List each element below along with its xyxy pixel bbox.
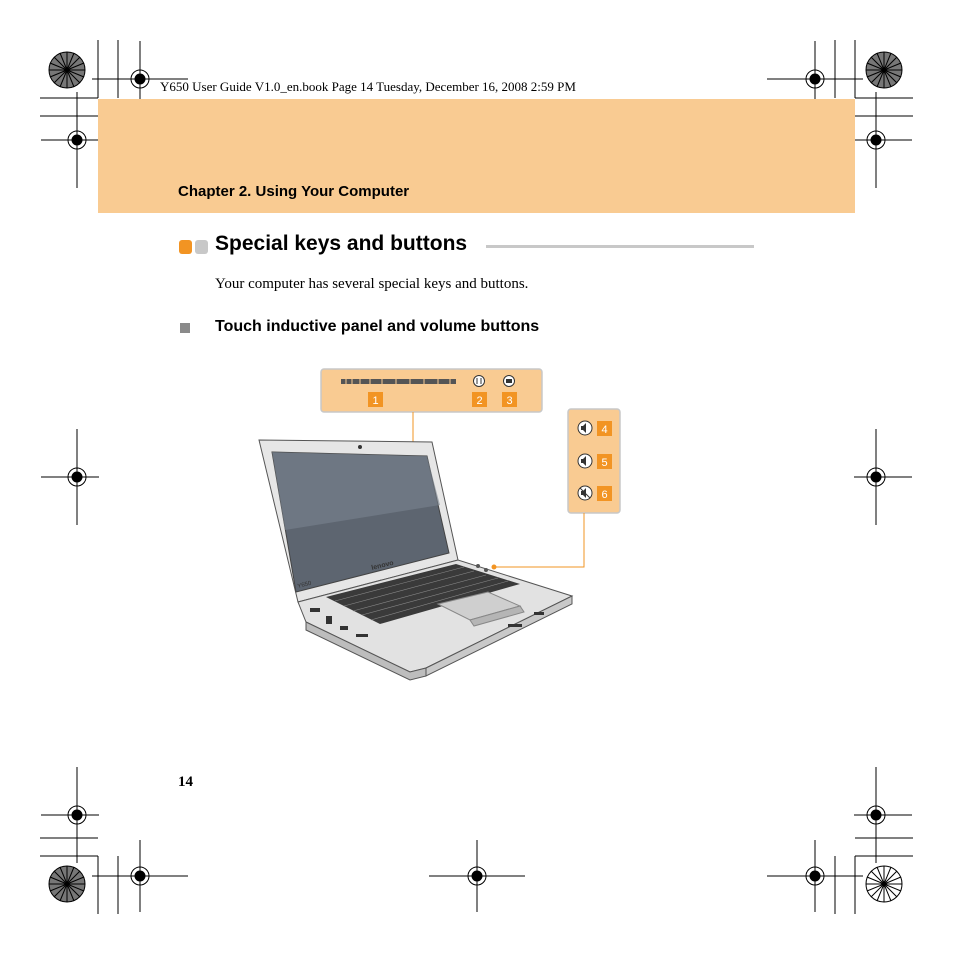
volume-panel-callout: [567, 408, 621, 514]
registration-targets: [41, 41, 912, 912]
section-bullet-icon: [179, 240, 209, 256]
chapter-header-band: [98, 99, 855, 213]
callout-tags: 1 2 3 4 5 6: [368, 392, 612, 501]
section-title: Special keys and buttons: [215, 232, 468, 255]
page-number: 14: [178, 774, 193, 790]
touch-slider-icon: [341, 379, 456, 384]
callout-4: 4: [601, 424, 607, 436]
play-pause-icon: [473, 375, 485, 387]
subsection-title: Touch inductive panel and volume buttons: [215, 318, 540, 335]
chapter-title: Chapter 2. Using Your Computer: [178, 183, 410, 200]
callout-3: 3: [506, 395, 512, 407]
callout-5: 5: [601, 457, 607, 469]
laptop-illustration: [258, 439, 574, 681]
model-label: Y650: [297, 581, 313, 590]
subsection-bullet-icon: [180, 323, 190, 333]
callout-1: 1: [372, 395, 378, 407]
callout-6: 6: [601, 489, 607, 501]
starburst-targets: [48, 51, 903, 903]
section-rule: [486, 245, 754, 248]
callout-2: 2: [476, 395, 482, 407]
section-intro: Your computer has several special keys a…: [215, 276, 529, 292]
print-slug: Y650 User Guide V1.0_en.book Page 14 Tue…: [160, 79, 576, 94]
